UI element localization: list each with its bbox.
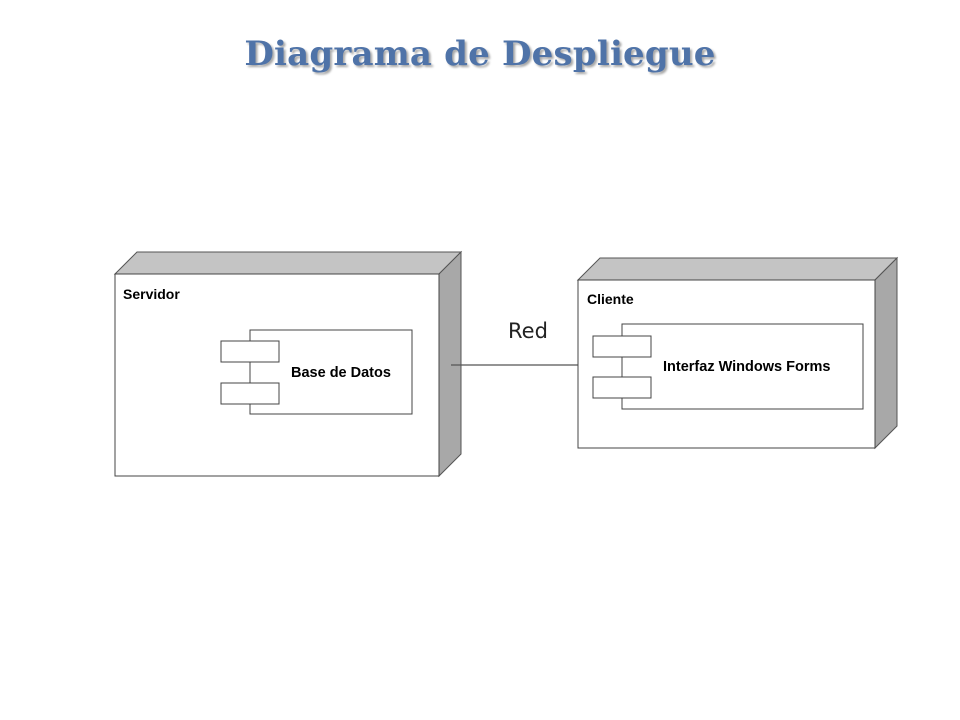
component-base-de-datos-port-bottom (220, 382, 280, 405)
node-cliente-side (874, 256, 898, 450)
node-cliente-label: Cliente (587, 291, 634, 307)
component-interfaz-windows-forms[interactable]: Interfaz Windows Forms (592, 323, 864, 410)
component-interfaz-label: Interfaz Windows Forms (663, 359, 830, 375)
component-base-de-datos[interactable]: Base de Datos (220, 329, 413, 415)
component-base-de-datos-port-top (220, 340, 280, 363)
node-cliente[interactable]: Cliente Interfaz Windows Forms (576, 256, 899, 450)
node-servidor[interactable]: Servidor Base de Datos (113, 250, 463, 478)
node-cliente-top (576, 257, 899, 281)
component-interfaz-port-bottom (592, 376, 652, 399)
component-interfaz-port-top (592, 335, 652, 358)
page-title: Diagrama de Despliegue (244, 34, 716, 74)
node-servidor-label: Servidor (123, 286, 180, 302)
node-servidor-top (113, 251, 463, 275)
node-servidor-side (438, 250, 462, 478)
link-red-label: Red (508, 319, 548, 343)
link-red[interactable]: Red (451, 319, 578, 366)
component-interfaz-body (621, 323, 864, 410)
component-base-de-datos-label: Base de Datos (291, 365, 391, 381)
